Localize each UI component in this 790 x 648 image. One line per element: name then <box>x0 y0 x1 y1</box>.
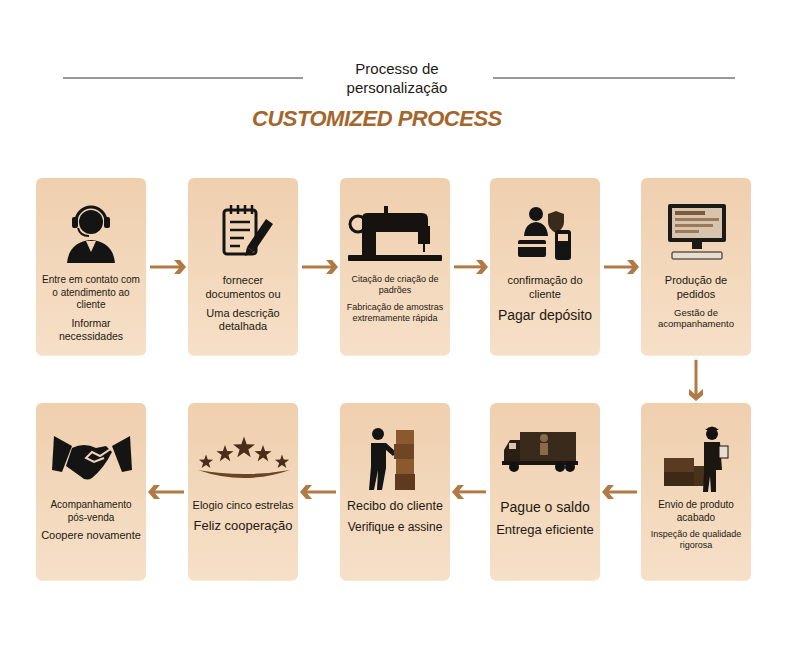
flow-connector <box>302 490 336 493</box>
process-step: Entre em contato com o atendimento ao cl… <box>36 178 146 356</box>
step-box <box>641 403 751 581</box>
step-heading: Produção de pedidos <box>645 274 747 302</box>
step-heading: confirmação do cliente <box>494 274 596 302</box>
process-step: Citação de criação de padrõesFabricação … <box>340 178 450 356</box>
step-detail: Fabricação de amostras extremamente rápi… <box>344 302 446 325</box>
step-box <box>188 178 298 356</box>
process-step: Elogio cinco estrelasFeliz cooperação <box>188 403 298 581</box>
sewing-machine-icon <box>348 206 442 261</box>
truck-icon <box>502 432 578 472</box>
subtitle-label: CUSTOMIZED PROCESS <box>252 106 502 132</box>
process-step: Envio de produto acabadoInspeção de qual… <box>641 403 751 581</box>
title-rule <box>63 78 303 79</box>
step-detail: Gestão de acompanhamento <box>645 307 747 331</box>
step-detail: Informar necessidades <box>40 317 142 343</box>
step-heading: Acompanhamento pós-venda <box>40 499 142 524</box>
process-step: Acompanhamento pós-vendaCoopere novament… <box>36 403 146 581</box>
step-box <box>340 403 450 581</box>
process-step: Pague o saldoEntrega eficiente <box>490 403 600 581</box>
step-box <box>36 403 146 581</box>
computer-icon <box>668 204 726 259</box>
step-detail: Verifique e assine <box>344 520 446 535</box>
diagram-title: Processo de personalização <box>338 60 456 98</box>
process-step: Produção de pedidosGestão de acompanhame… <box>641 178 751 356</box>
title-rule <box>493 78 735 79</box>
step-box <box>36 178 146 356</box>
step-heading: fornecer documentos ou <box>192 274 294 302</box>
step-box <box>641 178 751 356</box>
flow-connector <box>302 265 336 268</box>
flow-connector <box>454 265 486 268</box>
step-detail: Pagar depósito <box>494 307 596 325</box>
step-heading: Entre em contato com o atendimento ao cl… <box>40 274 142 312</box>
flow-connector <box>454 490 486 493</box>
step-detail: Feliz cooperação <box>192 518 294 534</box>
process-step: confirmação do clientePagar depósito <box>490 178 600 356</box>
step-heading: Recibo do cliente <box>344 499 446 515</box>
flow-connector <box>604 265 637 268</box>
payment-icon <box>518 207 571 260</box>
step-heading: Citação de criação de padrões <box>344 274 446 297</box>
notepad-icon <box>224 205 273 256</box>
process-step: fornecer documentos ou Uma descrição deta… <box>188 178 298 356</box>
step-box <box>188 403 298 581</box>
handshake-icon <box>52 436 132 480</box>
flow-connector <box>695 360 698 399</box>
flow-connector <box>150 265 184 268</box>
flow-connector <box>604 490 637 493</box>
process-step: Recibo do clienteVerifique e assine <box>340 403 450 581</box>
step-detail: Uma descrição detalhada <box>192 307 294 335</box>
step-detail: Coopere novamente <box>40 529 142 543</box>
headset-icon <box>67 207 115 263</box>
step-box <box>490 403 600 581</box>
inspection-icon <box>664 427 728 493</box>
five-stars-icon <box>198 437 290 479</box>
step-heading: Elogio cinco estrelas <box>192 499 294 513</box>
step-heading: Envio de produto acabado <box>645 499 747 524</box>
carrier-icon <box>369 428 415 490</box>
step-box <box>490 178 600 356</box>
step-detail: Inspeção de qualidade rigorosa <box>645 529 747 552</box>
step-detail: Entrega eficiente <box>494 522 596 538</box>
step-heading: Pague o saldo <box>494 499 596 517</box>
step-box <box>340 178 450 356</box>
flow-connector <box>150 490 184 493</box>
